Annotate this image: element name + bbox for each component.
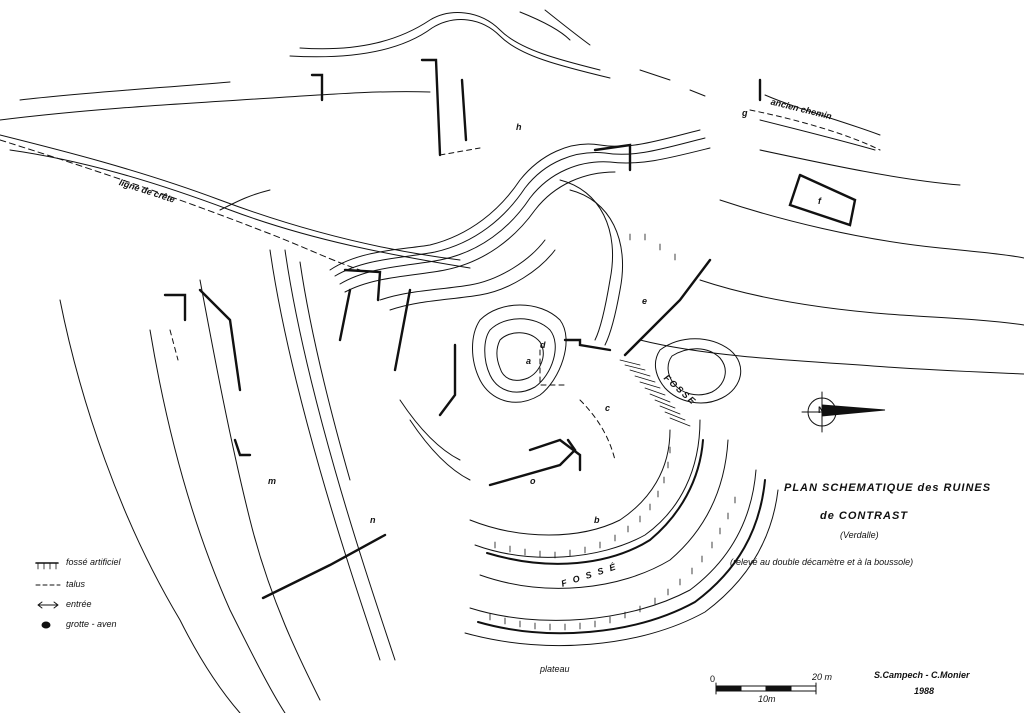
feature-letter-g: g bbox=[742, 108, 748, 118]
ditch-icon bbox=[34, 556, 62, 568]
cave-icon bbox=[34, 618, 62, 630]
plan-title-line3: (Verdalle) bbox=[840, 530, 879, 540]
crest-contours bbox=[0, 81, 471, 271]
plan-title-line1: PLAN SCHEMATIQUE des RUINES bbox=[784, 482, 992, 494]
dashed-line-icon bbox=[34, 578, 62, 590]
north-symbol: N bbox=[818, 405, 825, 415]
scale-bar bbox=[715, 682, 817, 695]
feature-letter-m: m bbox=[268, 476, 277, 486]
scale-max-label: 20 m bbox=[812, 672, 833, 682]
legend-item-talus: talus bbox=[34, 577, 85, 591]
ridge-contours bbox=[329, 129, 711, 346]
authors-names: S.Campech - C.Monier bbox=[874, 670, 970, 680]
feature-letter-b: b bbox=[594, 515, 600, 525]
walls bbox=[163, 58, 857, 600]
feature-letter-c: c bbox=[605, 403, 611, 413]
east-slopes bbox=[639, 149, 1024, 404]
feature-letter-e: e bbox=[642, 296, 648, 306]
talus-lines bbox=[169, 109, 881, 461]
north-arrow-icon bbox=[801, 391, 886, 433]
scale-mid-label: 10m bbox=[758, 694, 776, 704]
ditch-hatching bbox=[489, 233, 736, 631]
feature-letter-d: d bbox=[540, 340, 546, 350]
feature-letter-a: a bbox=[526, 356, 532, 366]
legend-symbols bbox=[35, 562, 61, 629]
legend-item-grotte: grotte - aven bbox=[34, 617, 117, 631]
scale-zero-label: 0 bbox=[710, 674, 716, 684]
legend-item-entree: entrée bbox=[34, 597, 92, 611]
feature-letter-o: o bbox=[530, 476, 536, 486]
feature-letter-h: h bbox=[516, 122, 522, 132]
feature-letter-f: f bbox=[818, 196, 821, 206]
southern-fosse-arcs bbox=[464, 419, 779, 647]
double-arrow-icon bbox=[34, 598, 62, 610]
legend-item-fosse: fossé artificiel bbox=[34, 555, 121, 569]
citadel-contours bbox=[472, 304, 567, 403]
top-hill-contours bbox=[289, 9, 706, 97]
plateau-label: plateau bbox=[540, 664, 570, 674]
feature-letter-n: n bbox=[370, 515, 376, 525]
authors-year: 1988 bbox=[914, 686, 935, 696]
west-slopes bbox=[59, 249, 471, 713]
plan-title-line4: (relevé au double décamètre et à la bous… bbox=[730, 557, 914, 567]
plan-title-line2: de CONTRAST bbox=[820, 510, 908, 522]
ancien-chemin-path bbox=[759, 94, 881, 151]
